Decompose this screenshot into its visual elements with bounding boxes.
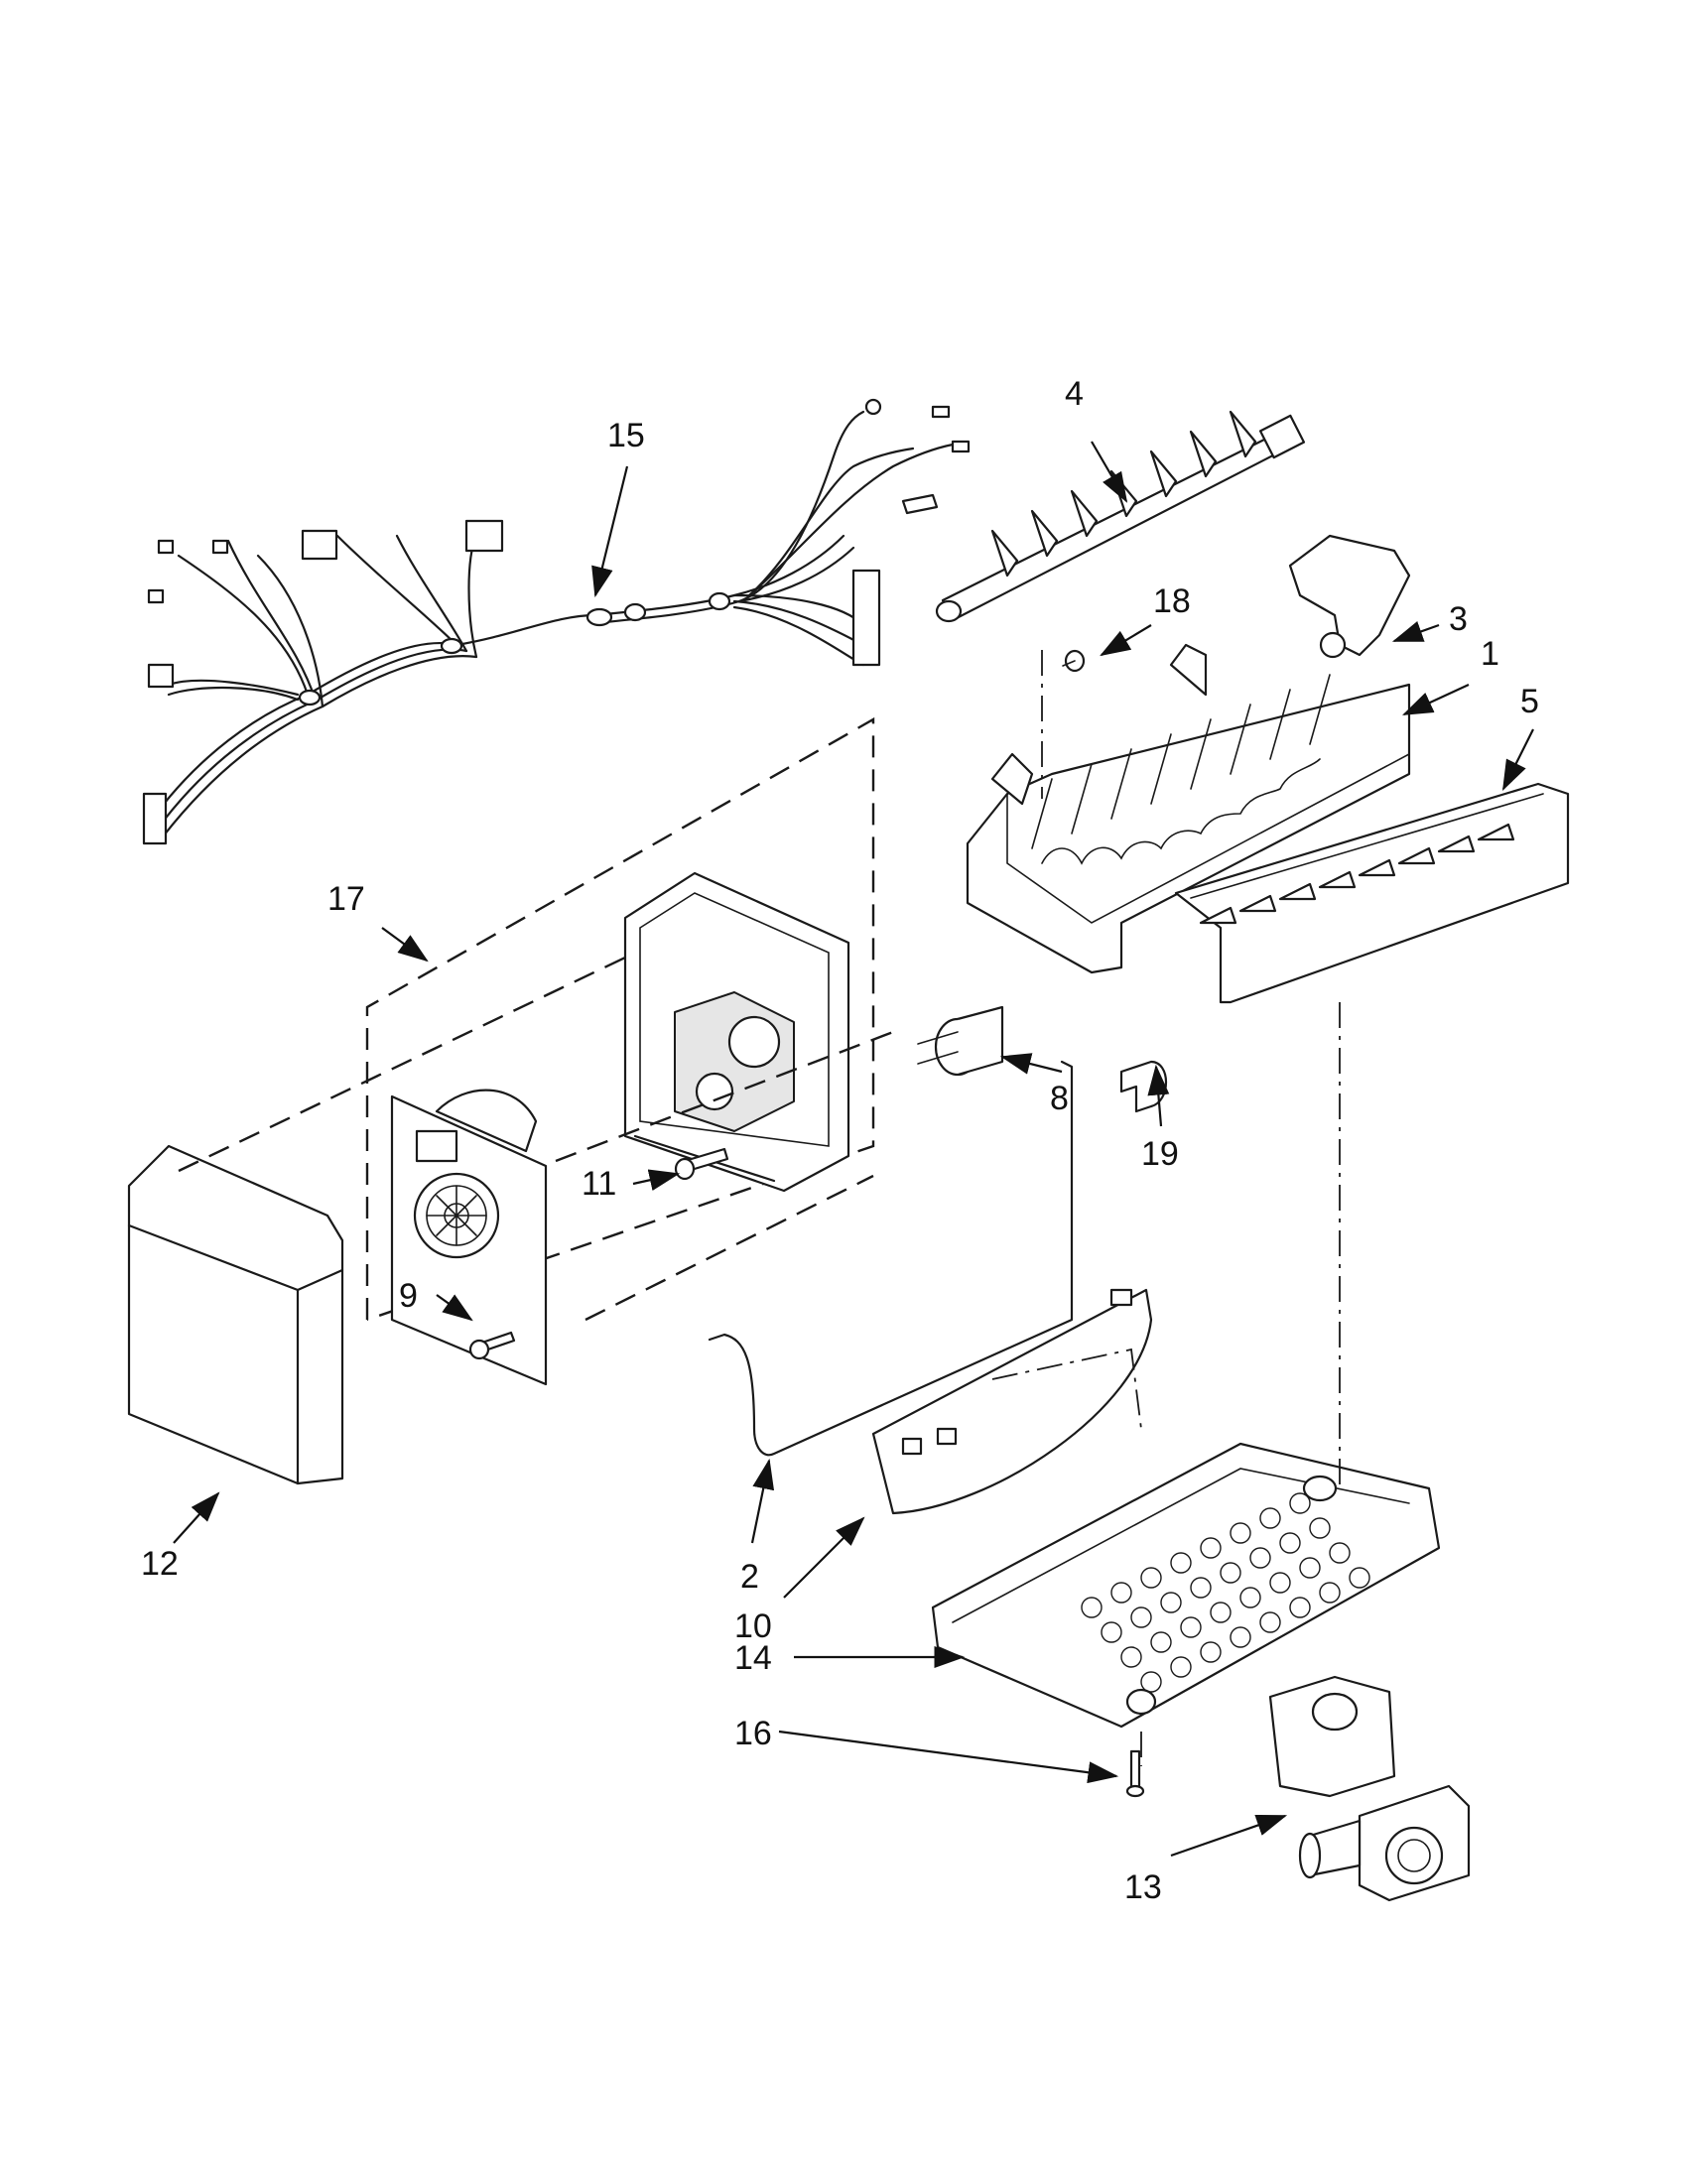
ejector-blade [935,410,1306,623]
screw-11 [674,1147,729,1181]
callout-15: 15 [607,417,645,454]
motor-assembly-boundary [365,716,875,1322]
shield [871,1288,1153,1515]
callout-8: 8 [1050,1080,1069,1117]
callout-19: 19 [1141,1135,1179,1173]
ice-mold [966,643,1411,974]
front-cover [127,1144,344,1485]
screw-18 [1062,649,1086,673]
water-valve [1268,1675,1471,1902]
assembly-guide-lines [178,650,1341,1766]
callout-12: 12 [141,1545,179,1583]
housing [623,871,850,1193]
shut-off-bracket [1288,534,1411,659]
thermostat [917,1005,1004,1077]
callout-arrows [173,441,1534,1858]
callout-18: 18 [1153,582,1191,620]
callout-1: 1 [1481,635,1499,673]
callout-5: 5 [1520,683,1539,720]
callout-3: 3 [1449,600,1468,638]
callout-9: 9 [399,1277,418,1315]
callout-17: 17 [327,880,365,918]
callout-14: 14 [734,1639,772,1677]
callout-10: 10 [734,1607,772,1645]
wire-harness [142,398,971,845]
callout-2: 2 [740,1558,759,1596]
ice-maker-base [931,1442,1441,1729]
callout-4: 4 [1065,375,1084,413]
screw-16 [1125,1749,1145,1798]
callout-11: 11 [582,1165,616,1203]
shut-off-arm [708,1060,1074,1457]
callout-16: 16 [734,1715,772,1752]
screw-9 [468,1331,516,1360]
callout-13: 13 [1124,1868,1162,1906]
stripper [1174,782,1570,1004]
motor-plate [390,1089,548,1386]
